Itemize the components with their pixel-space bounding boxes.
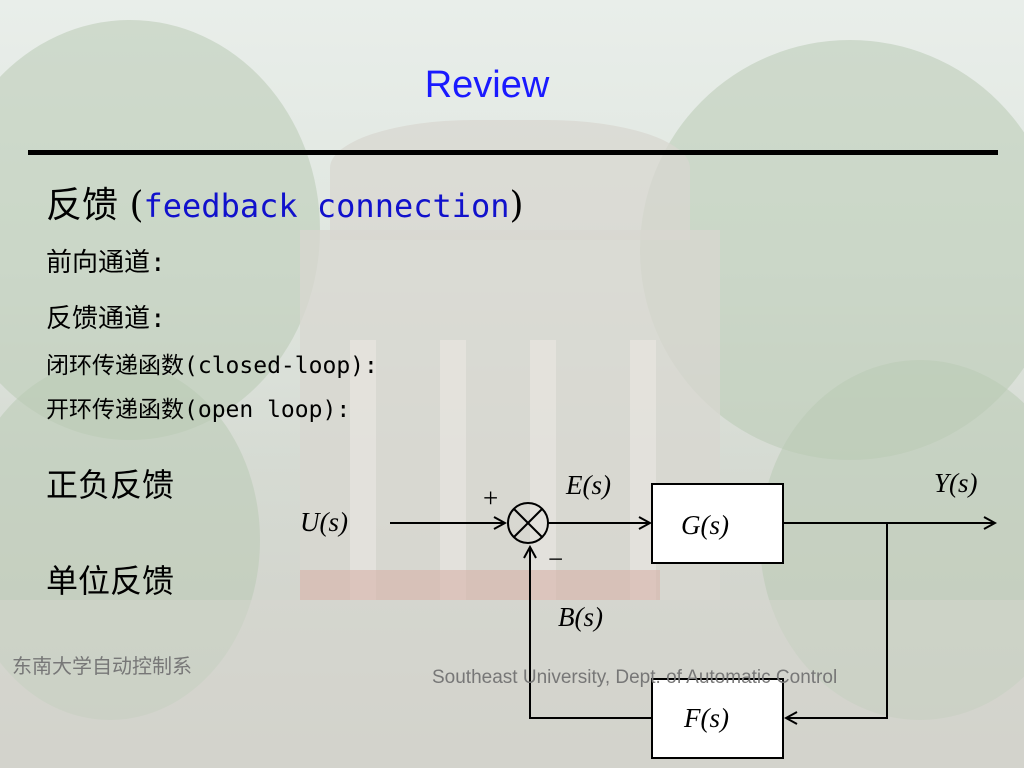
title-divider: [28, 150, 998, 155]
footer-university-en: Southeast University, Dept. of Automatic…: [432, 667, 838, 688]
feedback-path-to-junction: [530, 547, 652, 719]
feedback-block-label: F(s): [683, 703, 729, 733]
footer-university-cn: 东南大学自动控制系: [12, 654, 192, 678]
closed-loop-line: 闭环传递函数(closed-loop):: [46, 353, 378, 379]
forward-block: [651, 483, 784, 564]
plus-sign: +: [483, 483, 498, 513]
topic-positive-negative-feedback: 正负反馈: [46, 466, 175, 504]
topic-unity-feedback: 单位反馈: [46, 562, 175, 600]
slide-title: Review: [424, 64, 550, 106]
open-loop-line: 开环传递函数(open loop):: [46, 397, 351, 423]
summing-junction: [507, 502, 549, 544]
feedback-path-line: 反馈通道:: [46, 304, 166, 334]
heading-close: ): [509, 185, 524, 226]
heading-cn: 反馈 (: [46, 185, 144, 226]
heading-en: feedback connection: [143, 187, 510, 225]
minus-sign: −: [548, 544, 563, 574]
feedback-label: B(s): [558, 602, 603, 632]
output-label: Y(s): [934, 468, 978, 498]
forward-block-label: G(s): [681, 510, 729, 540]
input-label: U(s): [300, 507, 348, 537]
error-label: E(s): [565, 470, 611, 500]
section-heading: 反馈 (feedback connection): [46, 176, 524, 228]
feedback-path-to-block: [786, 523, 888, 718]
feedback-block: [651, 678, 784, 759]
forward-path-line: 前向通道:: [46, 248, 166, 278]
